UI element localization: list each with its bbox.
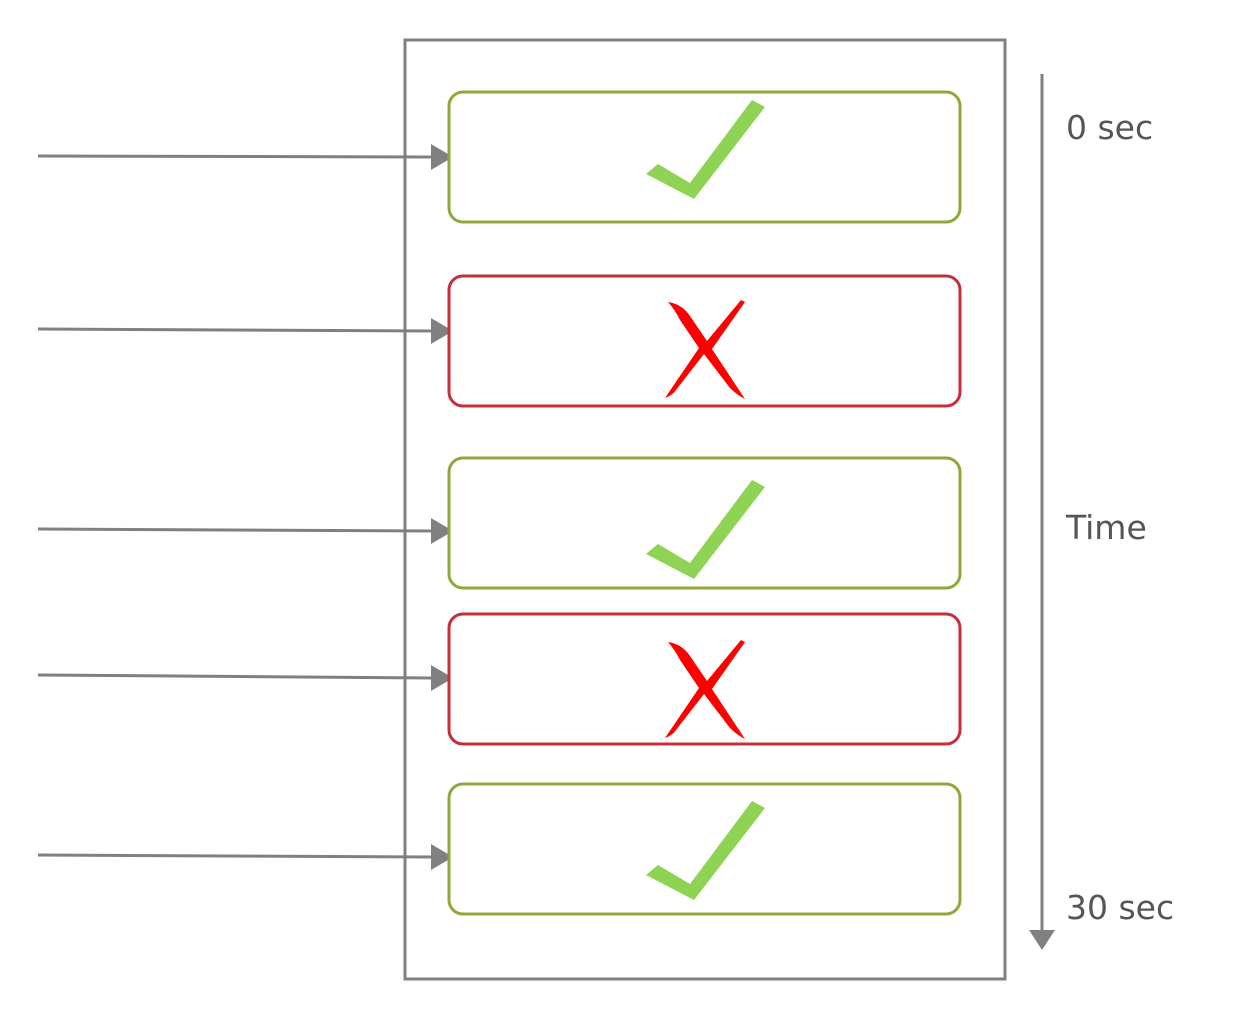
timeline-start-label: 0 sec (1066, 108, 1154, 147)
incoming-arrow (37, 154, 434, 159)
request-row-4 (37, 612, 962, 746)
request-row-3 (37, 456, 962, 590)
request-row-5 (37, 782, 962, 916)
request-box-success (447, 782, 962, 916)
arrowhead (431, 844, 453, 870)
incoming-arrow (37, 327, 434, 333)
timeline-axis (1029, 74, 1055, 950)
timeline-arrowhead (1029, 930, 1055, 950)
incoming-arrow (37, 673, 434, 680)
window-container (403, 38, 1007, 981)
request-row-1 (37, 90, 962, 224)
arrowhead (431, 665, 453, 691)
incoming-arrow (37, 853, 434, 859)
check-icon (646, 100, 765, 199)
request-row-2 (37, 274, 962, 408)
arrowhead (431, 518, 453, 544)
check-icon (646, 480, 765, 579)
cross-icon (665, 300, 745, 399)
check-icon (646, 801, 765, 900)
timeline-end-label: 30 sec (1066, 888, 1175, 927)
arrowhead (431, 144, 453, 170)
request-box-success (447, 456, 962, 590)
cross-icon (665, 640, 745, 739)
incoming-arrow (37, 527, 434, 533)
arrowhead (431, 318, 453, 344)
request-box-success (447, 90, 962, 224)
timeline-title-label: Time (1066, 508, 1147, 547)
